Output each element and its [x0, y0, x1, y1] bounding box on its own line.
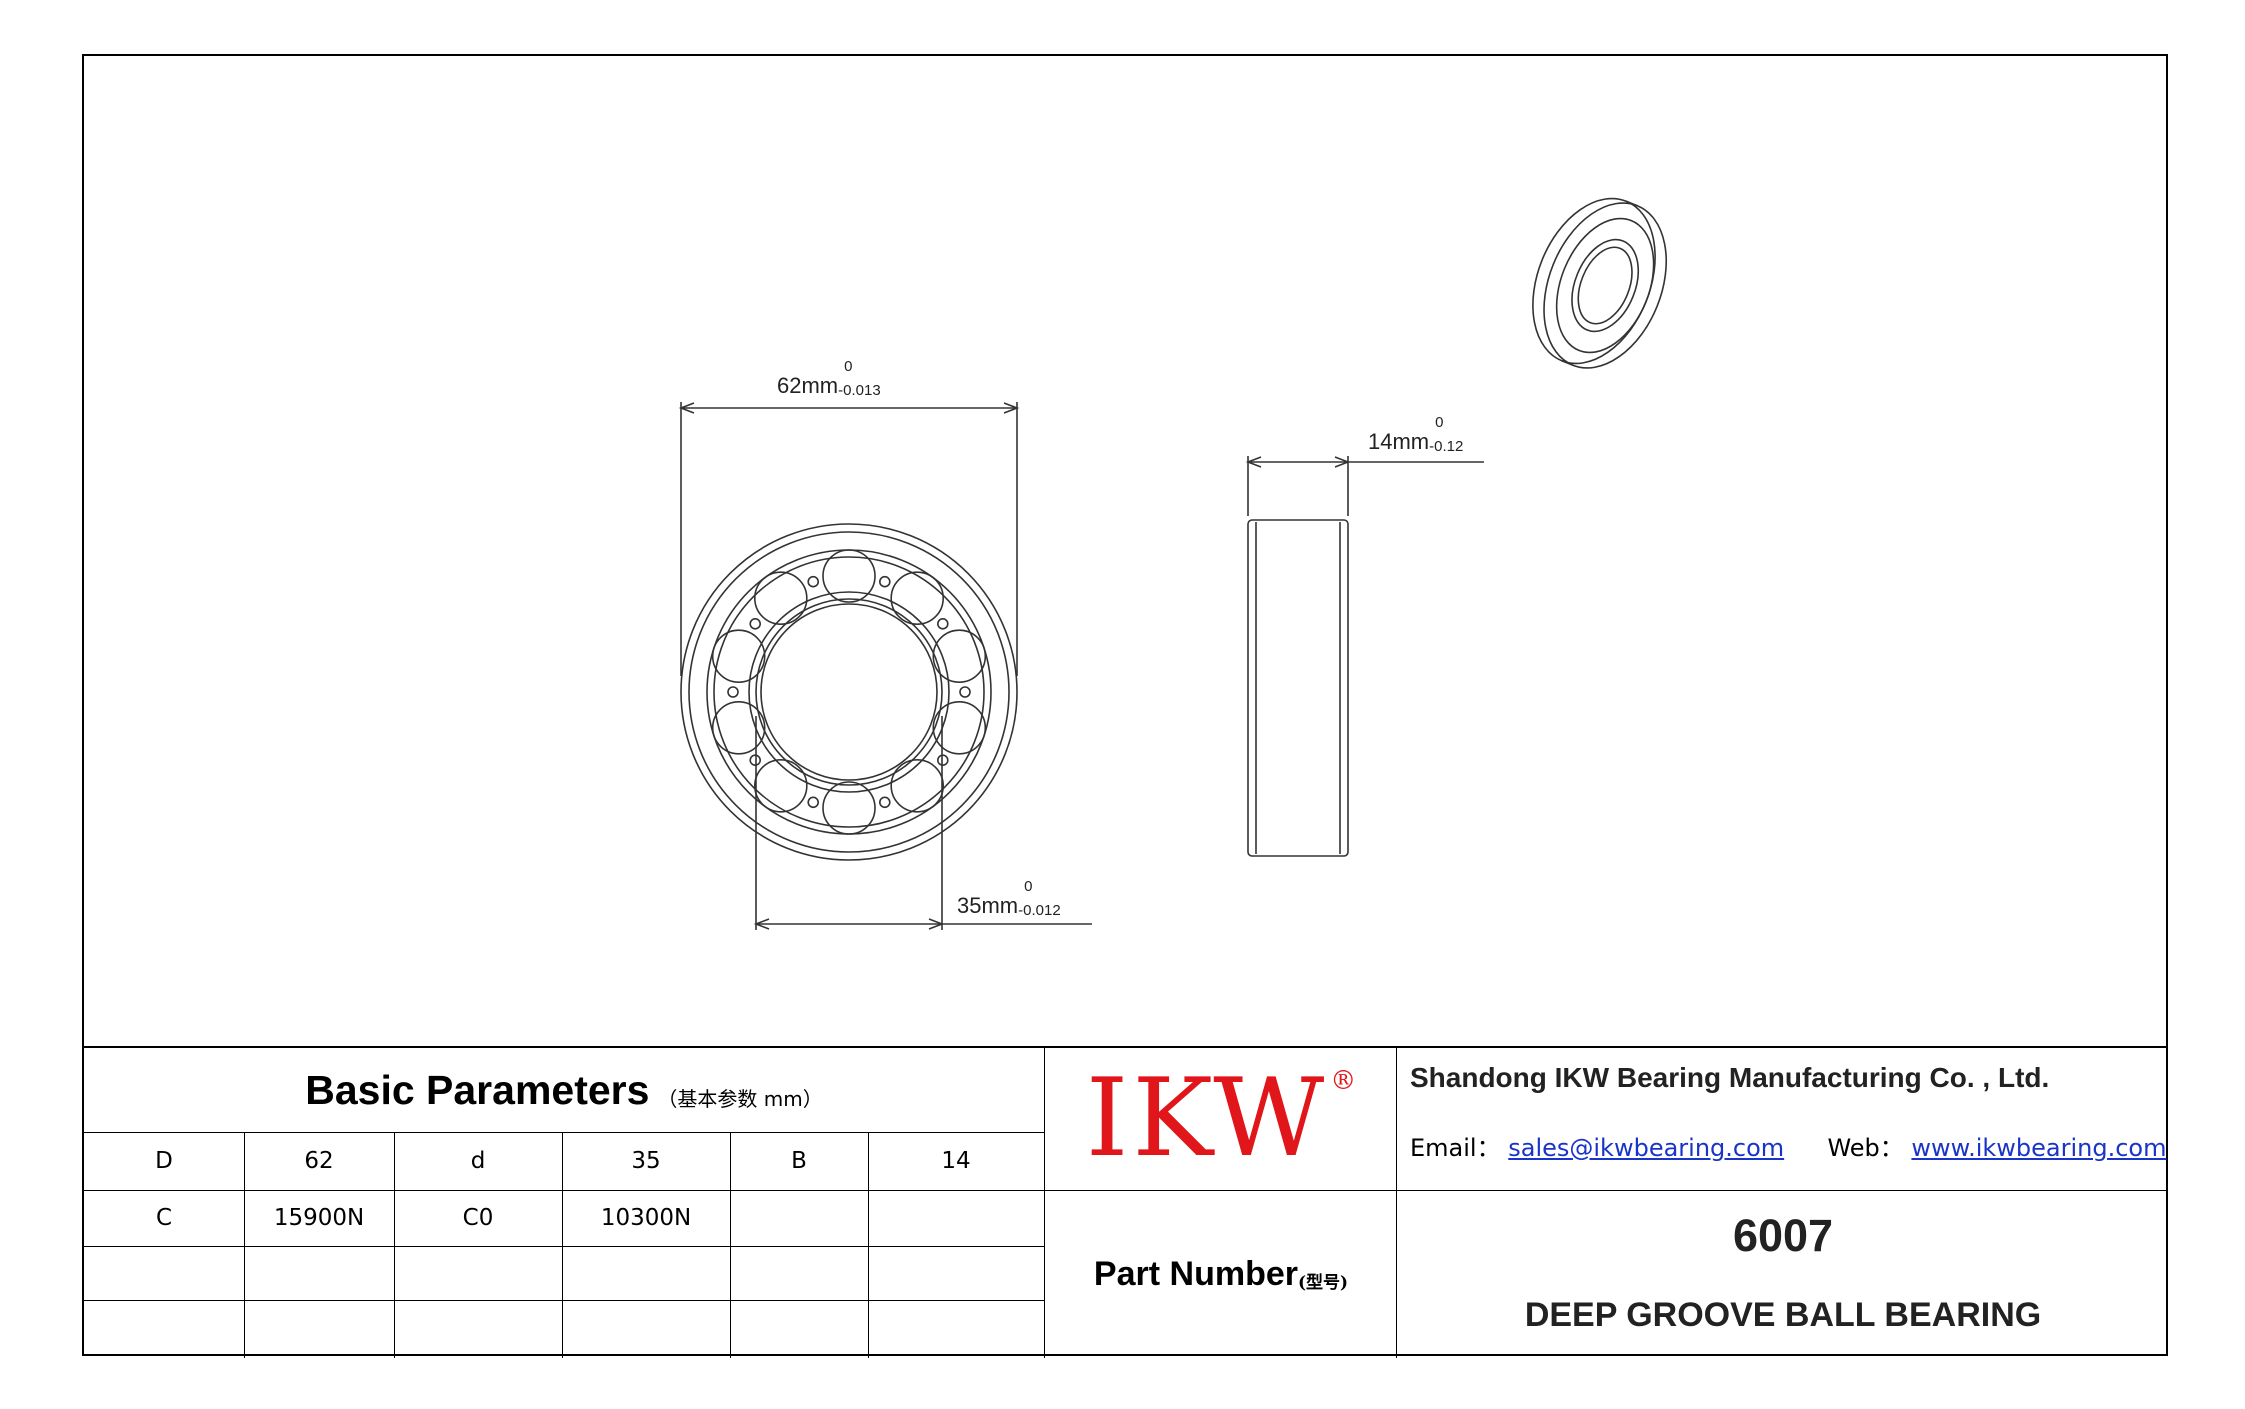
table-cell: 62: [304, 1148, 334, 1174]
table-cell: [868, 1190, 1044, 1246]
width-dimension: [1245, 456, 1484, 516]
divider: [1396, 1048, 1397, 1358]
table-cell: [868, 1300, 1044, 1358]
registered-mark: ®: [1330, 1066, 1357, 1096]
table-cell: C0: [462, 1205, 494, 1231]
divider: [84, 1300, 1044, 1301]
table-cell: [868, 1246, 1044, 1300]
bearing-ball: [932, 700, 987, 755]
contact-line: Email： sales@ikwbearing.com Web： www.ikw…: [1410, 1128, 2167, 1163]
table-cell: 35: [631, 1148, 661, 1174]
bore-diameter-dimension: [753, 716, 1092, 930]
ikw-logo: IKW ®: [1046, 1048, 1396, 1190]
company-name: Shandong IKW Bearing Manufacturing Co. ,…: [1410, 1062, 2050, 1093]
table-cell: [730, 1190, 868, 1246]
cage-rivet: [878, 796, 891, 809]
divider: [84, 1132, 1044, 1133]
bearing-ball: [711, 629, 766, 684]
bearing-ball: [753, 758, 808, 813]
table-cell: C: [155, 1205, 173, 1231]
table-cell: B: [791, 1148, 807, 1174]
bearing-ball: [890, 758, 945, 813]
part-description: DEEP GROOVE BALL BEARING: [1524, 1296, 2042, 1334]
basic-parameters-subtitle: （基本参数 mm）: [657, 1086, 823, 1111]
side-view-bearing: [1247, 519, 1349, 857]
table-cell: [730, 1246, 868, 1300]
table-cell: D: [155, 1148, 173, 1174]
divider: [84, 1190, 2168, 1191]
table-cell: [84, 1300, 244, 1358]
table-cell: [244, 1300, 394, 1358]
table-cell: 15900N: [273, 1205, 365, 1231]
email-label: Email：: [1410, 1134, 1501, 1162]
outer-diameter-dimension: [678, 402, 1020, 676]
cage-rivet: [807, 796, 820, 809]
web-label: Web：: [1827, 1134, 1904, 1162]
bearing-ball: [932, 629, 987, 684]
table-cell: 14: [941, 1148, 971, 1174]
cage-rivet: [727, 686, 739, 698]
table-cell: [244, 1246, 394, 1300]
divider: [84, 1246, 1044, 1247]
bearing-ball: [822, 781, 876, 835]
divider: [562, 1132, 563, 1358]
divider: [394, 1132, 395, 1358]
email-link[interactable]: sales@ikwbearing.com: [1508, 1134, 1785, 1162]
table-cell: [84, 1246, 244, 1300]
table-cell: d: [470, 1148, 486, 1174]
part-number-label-sub: (型号): [1297, 1272, 1349, 1293]
divider: [244, 1132, 245, 1358]
part-number-value: 6007: [1732, 1210, 1834, 1261]
cage-rivet: [878, 575, 891, 588]
table-cell: [562, 1300, 730, 1358]
part-number-label-text: Part Number: [1093, 1254, 1298, 1293]
cage-rivet: [807, 575, 820, 588]
divider: [868, 1132, 869, 1358]
table-cell: 10300N: [600, 1205, 692, 1231]
cage-rivet: [749, 617, 762, 630]
front-view-bearing: [680, 523, 1018, 861]
bearing-ball: [890, 571, 945, 626]
table-cell: [394, 1246, 562, 1300]
bearing-ball: [753, 571, 808, 626]
table-cell: [730, 1300, 868, 1358]
logo-text: IKW: [1085, 1056, 1329, 1181]
web-link[interactable]: www.ikwbearing.com: [1911, 1134, 2167, 1162]
cage-rivet: [936, 617, 949, 630]
bearing-drawing-svg: [678, 197, 1668, 930]
table-cell: [394, 1300, 562, 1358]
isometric-view-bearing: [1532, 197, 1668, 369]
basic-parameters-title: Basic Parameters: [305, 1066, 650, 1113]
divider: [1044, 1048, 1045, 1358]
divider: [730, 1132, 731, 1358]
table-cell: [562, 1246, 730, 1300]
basic-parameters-heading: Basic Parameters （基本参数 mm）: [84, 1048, 1044, 1132]
bearing-ball: [822, 549, 876, 603]
cage-rivet: [959, 686, 971, 698]
bearing-ball: [711, 700, 766, 755]
part-number-label: Part Number (型号): [1046, 1190, 1396, 1358]
